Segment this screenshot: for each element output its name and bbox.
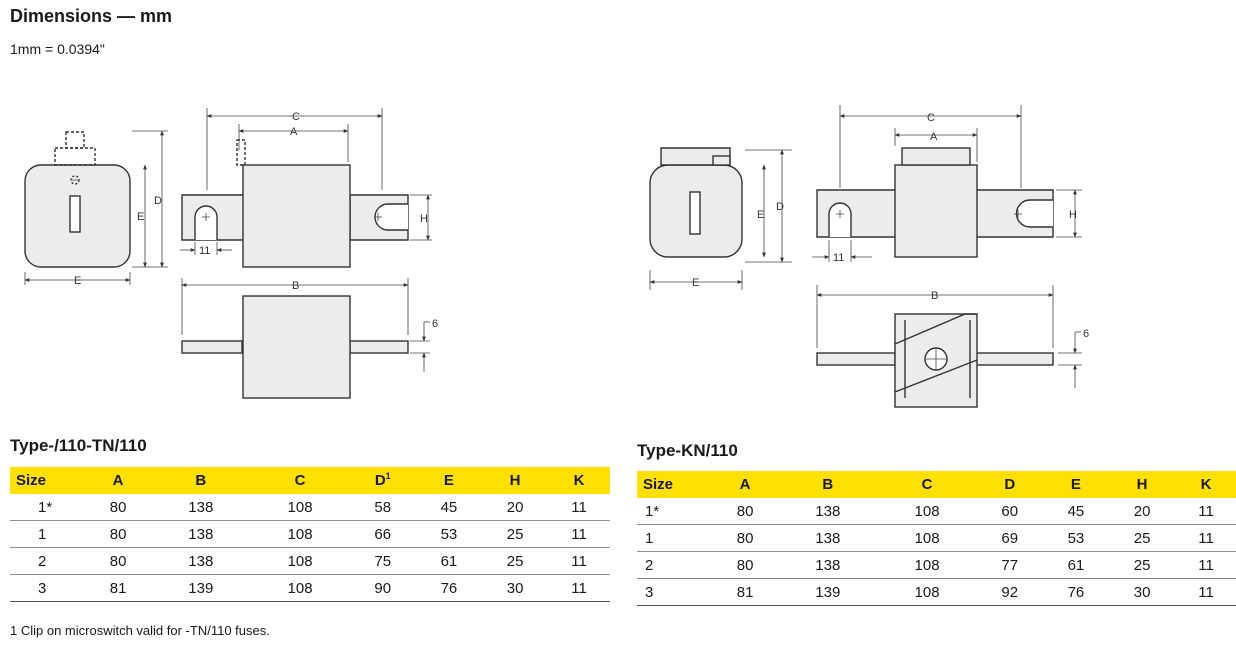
dim-label-a: A [290, 126, 298, 138]
table-title-kn110: Type-KN/110 [637, 441, 738, 460]
dim-label-e-side: E [137, 211, 144, 223]
dim-label-h-kn: H [1069, 209, 1077, 221]
dim-label-d: D [154, 195, 162, 207]
dim-label-d-kn: D [776, 201, 784, 213]
fuse-diagram-left: C A D E E H 11 B 6 [24, 108, 438, 399]
table-header-row: Size A B C D1 E H K [10, 467, 610, 494]
dim-label-a-kn: A [930, 131, 938, 143]
front-view-slot [69, 195, 81, 233]
dim-label-b: B [292, 280, 299, 292]
col-header-c: C [877, 471, 977, 498]
footnote-marker: 1 [385, 471, 391, 481]
fuse-diagram-right: C A D E E H 11 B 6 [649, 105, 1089, 408]
col-header-k: K [548, 467, 610, 494]
dim-label-b-kn: B [931, 290, 938, 302]
col-header-h: H [482, 467, 549, 494]
top-view-body [242, 295, 351, 399]
dim-label-11: 11 [199, 245, 210, 257]
col-header-d: D [976, 471, 1043, 498]
dim-label-6-kn: 6 [1083, 328, 1089, 340]
dim-label-h: H [420, 213, 428, 225]
col-header-b: B [151, 467, 251, 494]
page-title: Dimensions — mm [10, 6, 173, 26]
table-header-row: Size A B C D E H K [637, 471, 1236, 498]
dim-label-6: 6 [432, 318, 438, 330]
dim-label-e-bottom: E [74, 275, 81, 287]
table-title-tn110: Type-/110-TN/110 [10, 436, 147, 455]
col-header-c: C [250, 467, 350, 494]
dim-label-e-bottom-kn: E [692, 277, 699, 289]
footnote: 1 Clip on microswitch valid for -TN/110 … [10, 623, 270, 638]
unit-conversion: 1mm = 0.0394" [10, 41, 105, 57]
col-header-h: H [1109, 471, 1176, 498]
dim-label-e-side-kn: E [757, 209, 764, 221]
col-header-e: E [1042, 471, 1110, 498]
dim-label-c-kn: C [927, 112, 935, 124]
col-header-size: Size [637, 471, 712, 498]
col-header-e: E [415, 467, 483, 494]
col-header-d: D1 [349, 467, 416, 494]
col-header-a: A [85, 467, 152, 494]
col-header-size: Size [10, 467, 85, 494]
col-header-b: B [778, 471, 878, 498]
col-header-k: K [1175, 471, 1236, 498]
dim-label-c: C [292, 111, 300, 123]
side-view-body [242, 164, 351, 268]
dim-label-11-kn: 11 [833, 252, 844, 264]
col-header-a: A [712, 471, 779, 498]
side-view-body-kn [894, 164, 978, 258]
front-view-slot-kn [689, 191, 701, 235]
